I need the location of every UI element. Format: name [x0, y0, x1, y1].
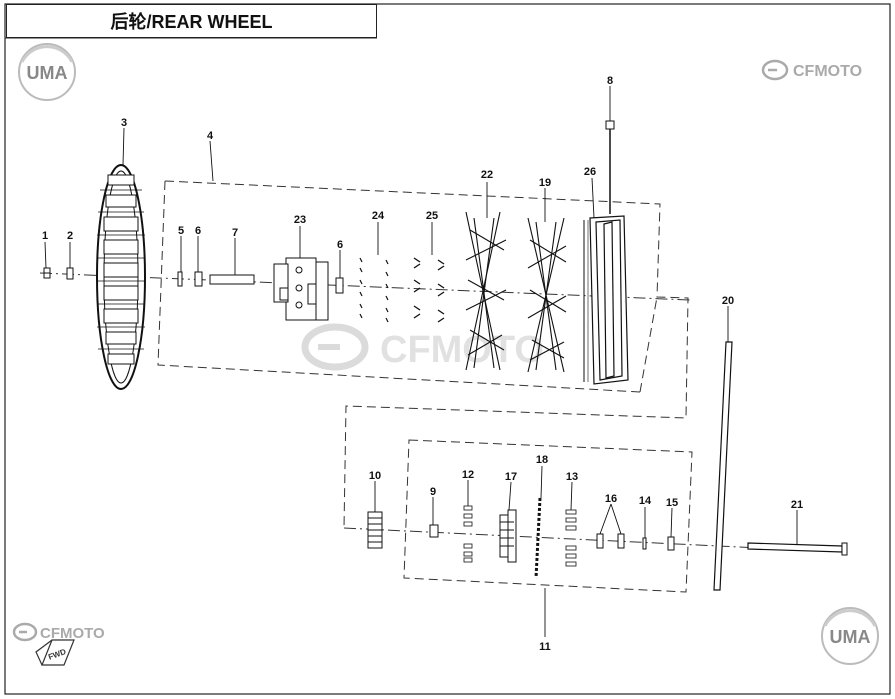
cfmoto-logo-text-top: CFMOTO [793, 63, 862, 80]
callout-8: 8 [607, 75, 613, 87]
center-watermark: CFMOTO [301, 323, 544, 371]
callout-labels: 1 2 3 4 5 6 6 7 8 9 10 11 12 13 14 15 16… [42, 75, 803, 653]
callout-4: 4 [207, 130, 214, 142]
callout-22: 22 [481, 169, 493, 181]
part-nuts-13 [565, 509, 577, 567]
fwd-arrow-icon: FWD [35, 639, 75, 666]
callout-15: 15 [666, 497, 678, 509]
part-bolts-12 [463, 505, 473, 563]
callout-11: 11 [539, 641, 551, 653]
callout-1: 1 [42, 230, 48, 242]
callout-26: 26 [584, 166, 596, 178]
rear-sprocket-18 [534, 497, 542, 579]
part-seal-14 [642, 537, 647, 550]
callout-14: 14 [639, 495, 652, 507]
callout-25: 25 [426, 210, 438, 222]
cfmoto-logo-top-right: CFMOTO [761, 59, 862, 81]
spoke-heads-25 [413, 257, 445, 323]
rear-tire [96, 164, 146, 390]
sprocket-10 [367, 511, 383, 549]
callout-23: 23 [294, 214, 306, 226]
part-bearing-6b [335, 277, 344, 294]
cfmoto-logo-bottom-left: CFMOTO [12, 622, 105, 642]
uma-logo-text-top: UMA [27, 63, 68, 83]
callout-10: 10 [369, 470, 381, 482]
callout-7: 7 [232, 227, 238, 239]
spoke-nipples-24 [359, 257, 389, 323]
part-bushing-9 [429, 524, 439, 538]
part-bearing-15 [667, 536, 675, 551]
sprocket-flange-17 [499, 509, 517, 563]
part-washer-2 [66, 267, 74, 280]
spokes-set-22 [465, 211, 507, 371]
callout-12: 12 [462, 469, 474, 481]
lower-group-outline [403, 439, 693, 593]
cfmoto-logo-text-bottom: CFMOTO [40, 625, 105, 642]
wheel-hub-23 [273, 257, 329, 321]
callout-21: 21 [791, 499, 803, 511]
page-title: 后轮/REAR WHEEL [6, 4, 377, 38]
uma-logo-top-left: UMA [18, 43, 76, 101]
page-border [4, 3, 891, 695]
part-seal-5 [177, 271, 183, 287]
upper-group-outline [157, 180, 689, 529]
callout-6b: 6 [337, 239, 343, 251]
part-bearing-6a [194, 271, 203, 287]
uma-logo-text-bottom: UMA [830, 627, 871, 647]
callout-13: 13 [566, 471, 578, 483]
valve-bolt-8 [605, 120, 615, 214]
axle-tube-20 [713, 341, 733, 591]
callout-9: 9 [430, 486, 436, 498]
callout-6a: 6 [195, 225, 201, 237]
center-watermark-text: CFMOTO [380, 329, 544, 371]
rear-axle-21 [747, 542, 848, 556]
spokes-set-19 [527, 217, 567, 373]
callout-20: 20 [722, 295, 734, 307]
part-nut-1 [43, 267, 51, 279]
callout-3: 3 [121, 117, 127, 129]
callout-18: 18 [536, 454, 548, 466]
leader-lines [44, 86, 798, 637]
axle-centerline-lower [343, 527, 761, 549]
callout-17: 17 [505, 471, 517, 483]
axle-centerline-upper [39, 272, 691, 301]
callout-19: 19 [539, 177, 551, 189]
callout-24: 24 [372, 210, 385, 222]
part-spacer-7 [209, 274, 255, 285]
callout-2: 2 [67, 230, 73, 242]
wheel-rim-26 [583, 215, 629, 385]
callout-5: 5 [178, 225, 184, 237]
callout-16: 16 [605, 493, 617, 505]
uma-logo-bottom-right: UMA [821, 607, 879, 665]
